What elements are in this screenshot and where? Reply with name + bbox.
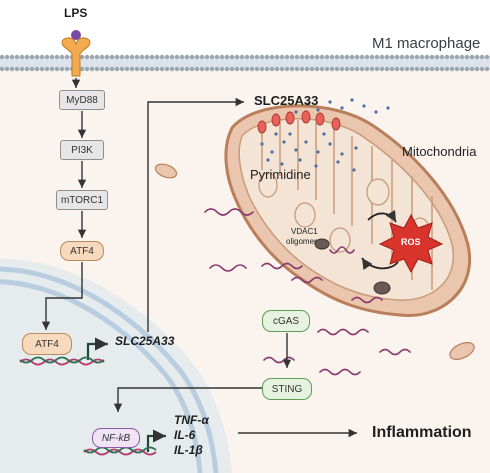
dna-helix: [19, 356, 157, 456]
sting-box: STING: [262, 378, 312, 400]
cytokine-list: TNF-α IL-6 IL-1β: [174, 413, 209, 458]
slc25a33-protein-label: SLC25A33: [254, 93, 319, 108]
mitochondria-label: Mitochondria: [402, 144, 477, 159]
lps-label: LPS: [64, 6, 88, 20]
pyrimidine-label: Pyrimidine: [250, 167, 311, 182]
cell-label: M1 macrophage: [372, 35, 481, 52]
cell-membrane: [0, 54, 490, 72]
pi3k-box: PI3K: [60, 140, 104, 160]
slc25a33-gene-label: SLC25A33: [115, 334, 175, 348]
nfkb-box: NF-kB: [92, 428, 140, 448]
inflammation-label: Inflammation: [372, 424, 472, 441]
atf4-nuclear-box: ATF4: [22, 333, 72, 355]
vdac1-label-line1: VDAC1: [291, 227, 318, 236]
nucleus: [0, 258, 232, 473]
ros-label: ROS: [401, 237, 421, 247]
mtdna-strands: [204, 208, 411, 376]
cytokine-il6: IL-6: [174, 428, 196, 442]
myd88-box: MyD88: [59, 90, 105, 110]
small-mitochondria: [154, 163, 475, 360]
pyrimidine-dots: [260, 98, 390, 172]
mitochondrion: [224, 104, 472, 318]
cytokine-il1b: IL-1β: [174, 443, 203, 457]
vdac1-label: VDAC1 oligomer: [285, 227, 318, 247]
atf4-box: ATF4: [60, 241, 104, 261]
tlr4-receptor: [61, 30, 91, 77]
mtorc1-box: mTORC1: [56, 190, 108, 210]
vdac1-label-line2: oligomer: [286, 237, 317, 246]
ros-burst: [378, 213, 444, 274]
cgas-box: cGAS: [262, 310, 310, 332]
cytokine-tnf: TNF-α: [174, 413, 209, 427]
